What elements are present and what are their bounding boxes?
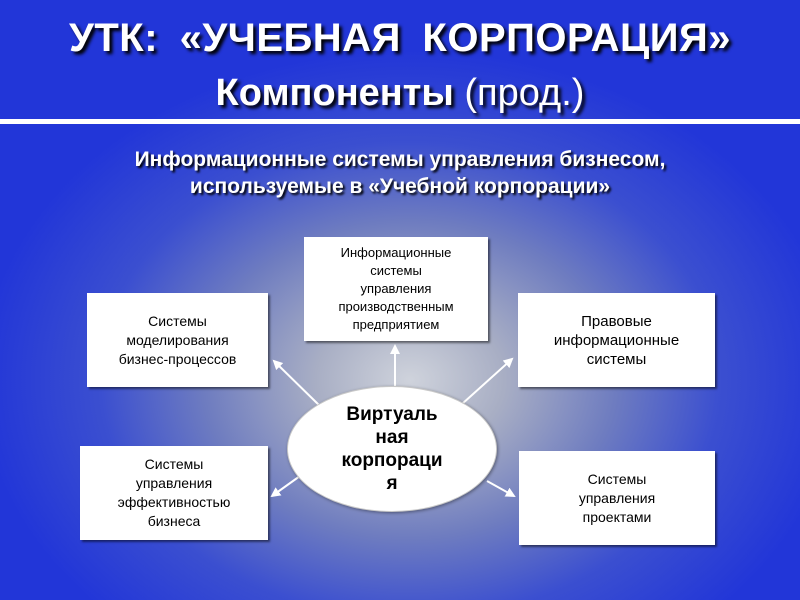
node-text: бизнеса: [147, 513, 201, 529]
node-project-management: Системы управления проектами: [519, 451, 715, 545]
node-text: предприятием: [352, 317, 440, 332]
node-business-efficiency: Системы управления эффективностью бизнес…: [80, 446, 268, 540]
node-text: управления: [578, 489, 656, 506]
title-line-2: Компоненты (прод.): [0, 72, 800, 115]
center-text: Виртуаль: [346, 404, 438, 425]
node-production-management: Информационные системы управления произв…: [304, 237, 488, 341]
title-divider: [0, 119, 800, 124]
node-text: производственным: [338, 299, 454, 314]
title-main: Компоненты: [215, 72, 454, 114]
node-text: Информационные: [340, 245, 452, 260]
center-text: я: [386, 473, 398, 494]
node-text: информационные: [553, 331, 680, 349]
node-legal-systems: Правовые информационные системы: [518, 293, 715, 387]
subtitle-line-2: используемые в «Учебной корпорации»: [189, 175, 611, 198]
node-text: Правовые: [581, 312, 652, 330]
arrow-to-legal: [461, 357, 514, 405]
node-text: бизнес-процессов: [118, 350, 237, 367]
node-text: системы: [370, 263, 422, 278]
title-line-1: УТК: «УЧЕБНАЯ КОРПОРАЦИЯ»: [68, 16, 732, 60]
center-text: ная: [375, 427, 409, 448]
node-text: управления: [360, 281, 432, 296]
node-text: системы: [586, 350, 647, 368]
node-text: Системы: [148, 312, 207, 329]
subtitle-line-1: Информационные системы управления бизнес…: [134, 148, 666, 171]
arrow-to-efficiency: [270, 475, 301, 498]
title-suffix: (прод.): [464, 72, 585, 114]
node-text: Системы: [144, 456, 204, 472]
node-text: Системы: [587, 470, 647, 487]
node-text: эффективностью: [117, 494, 231, 510]
center-text: корпораци: [341, 450, 443, 471]
node-text: управления: [135, 475, 213, 491]
node-text: моделирования: [126, 331, 229, 348]
arrow-to-modeling: [272, 359, 323, 409]
arrow-to-projects: [486, 480, 516, 497]
node-process-modeling: Системы моделирования бизнес-процессов: [87, 293, 268, 387]
center-virtual-corporation: Виртуаль ная корпораци я: [287, 386, 497, 512]
node-text: проектами: [582, 508, 652, 525]
